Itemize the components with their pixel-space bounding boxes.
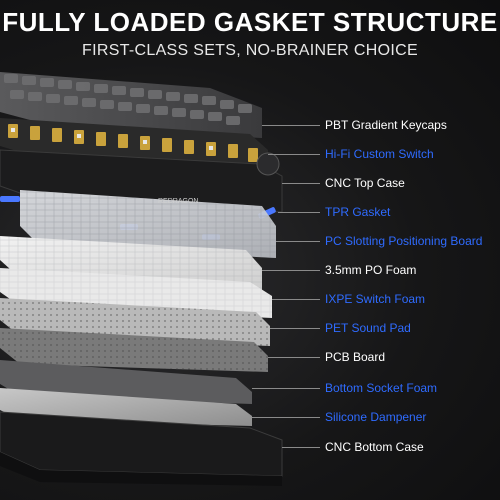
leader-line-pc-board [276, 241, 320, 242]
leader-line-ixpe-foam [272, 299, 320, 300]
page-subtitle: FIRST-CLASS SETS, NO-BRAINER CHOICE [82, 42, 418, 59]
brand-logo-text: REDRAGON [158, 198, 198, 205]
label-pet-pad: PET Sound Pad [325, 321, 411, 335]
leader-line-pet-pad [270, 328, 320, 329]
label-po-foam: 3.5mm PO Foam [325, 263, 417, 277]
page-title: FULLY LOADED GASKET STRUCTURE [2, 7, 498, 37]
leader-line-bottom-foam [252, 388, 320, 389]
label-hifi-switch: Hi-Fi Custom Switch [325, 147, 434, 161]
label-pbt-keycaps: PBT Gradient Keycaps [325, 118, 447, 132]
leader-line-gasket [278, 212, 320, 213]
label-pcb-board: PCB Board [325, 350, 386, 364]
label-tpr-gasket: TPR Gasket [325, 205, 391, 219]
leader-line-top-case [282, 183, 320, 184]
label-ixpe-foam: IXPE Switch Foam [325, 292, 426, 306]
leader-line-pcb [268, 357, 320, 358]
bottom-case-layer [0, 411, 283, 486]
label-cnc-bottom-case: CNC Bottom Case [325, 440, 424, 454]
label-silicone: Silicone Dampener [325, 410, 427, 424]
label-cnc-top-case: CNC Top Case [325, 176, 405, 190]
leader-line-bottom-case [282, 447, 320, 448]
label-bottom-foam: Bottom Socket Foam [325, 381, 438, 395]
pcb-layer [0, 328, 268, 372]
leader-line-keycaps [262, 125, 320, 126]
label-pc-board: PC Slotting Positioning Board [325, 234, 483, 248]
keycaps-layer [0, 72, 262, 138]
leader-line-switch [268, 154, 320, 155]
leader-line-po-foam [262, 270, 320, 271]
leader-line-silicone [252, 417, 320, 418]
